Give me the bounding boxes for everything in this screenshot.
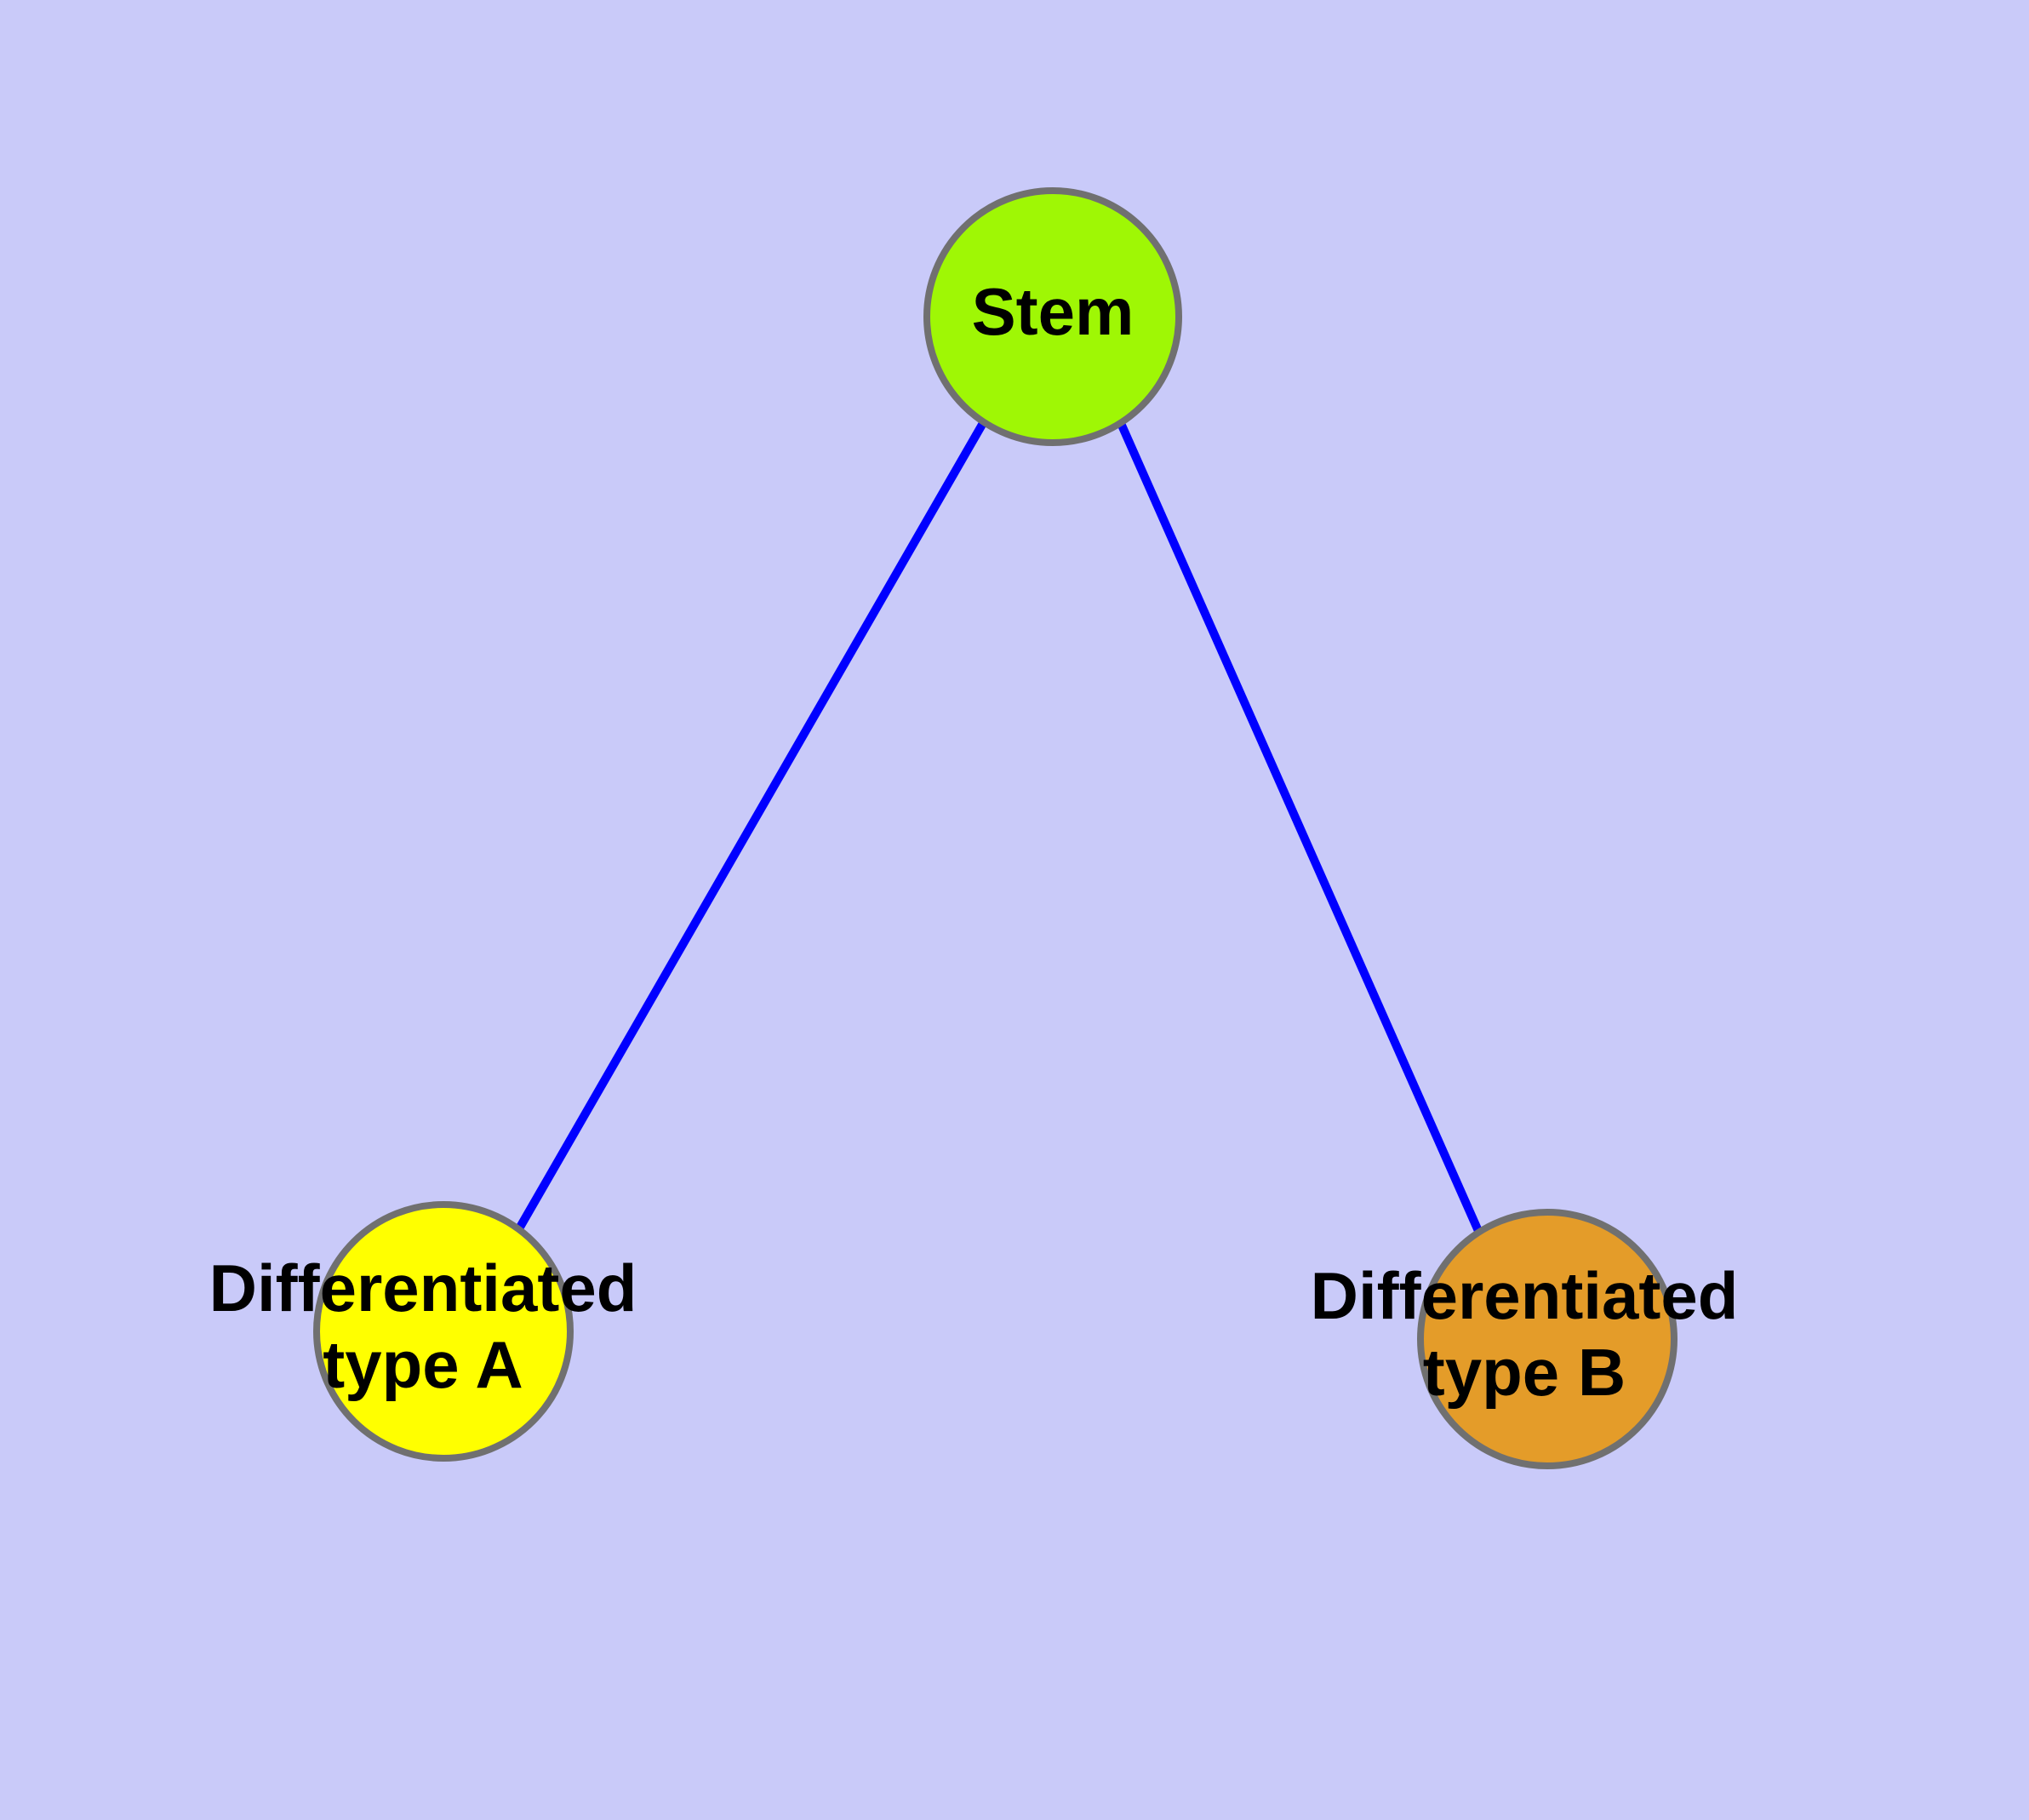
- node-label-line: type B: [1423, 1335, 1626, 1410]
- edges-group: [514, 419, 1483, 1233]
- node-label-stem: Stem: [972, 274, 1135, 349]
- node-label-line: Differentiated: [209, 1250, 637, 1325]
- edge-stem-to-diff-b[interactable]: [1116, 419, 1483, 1233]
- nodes-group: [313, 187, 1677, 1469]
- node-label-line: type A: [323, 1327, 523, 1402]
- node-diff-a[interactable]: [313, 1201, 574, 1462]
- node-stem[interactable]: [923, 187, 1182, 446]
- node-label-line: Differentiated: [1311, 1257, 1739, 1332]
- node-diff-b[interactable]: [1417, 1209, 1677, 1469]
- edge-stem-to-diff-a[interactable]: [514, 421, 987, 1233]
- node-label-line: Stem: [972, 274, 1135, 349]
